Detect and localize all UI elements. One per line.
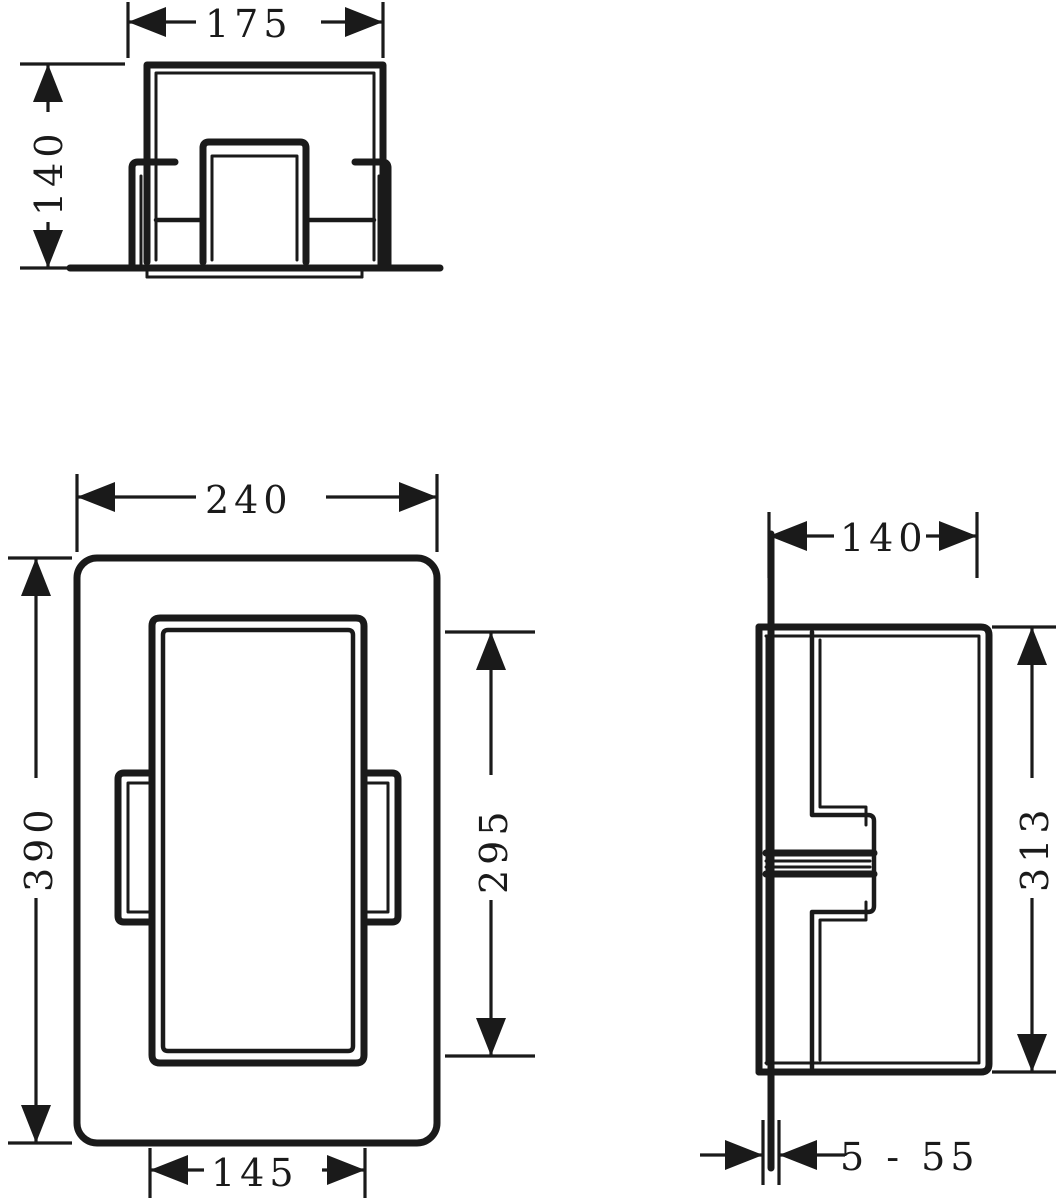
arrowhead-right	[327, 1155, 365, 1185]
front-view-geometry	[73, 554, 441, 1147]
arrowhead-right	[399, 482, 437, 512]
arrowhead-up	[21, 558, 51, 596]
side-inner-step-profile	[809, 629, 877, 1071]
side-body-outline	[755, 623, 993, 1076]
arrowhead-down	[476, 1018, 506, 1056]
dimension-label-240: 240	[205, 478, 293, 522]
arrowhead-up	[476, 632, 506, 670]
arrowhead-down	[33, 230, 63, 268]
dimension-label-390: 390	[17, 804, 61, 892]
side-view-geometry	[755, 530, 993, 1172]
dimension-label-295: 295	[472, 806, 516, 894]
dimension-side-depth: 140	[767, 512, 979, 578]
arrowhead-down	[1017, 1034, 1047, 1072]
dimension-side-height: 313	[992, 625, 1057, 1074]
front-opening-inner	[160, 627, 356, 1054]
dimension-label-140-side: 140	[840, 516, 928, 560]
dimension-top-width: 175	[126, 2, 385, 58]
dimension-label-313: 313	[1013, 804, 1057, 892]
front-outer-plate	[73, 554, 441, 1147]
arrowhead-in-left	[725, 1140, 763, 1170]
dimension-outer-width: 240	[75, 474, 439, 552]
front-opening-outer	[148, 614, 368, 1067]
arrowhead-left	[77, 482, 115, 512]
arrowhead-up	[1017, 627, 1047, 665]
top-view-geometry	[66, 61, 444, 279]
arrowhead-left	[769, 521, 807, 551]
dimension-wall-thickness-range: 5 - 55	[700, 1120, 980, 1185]
arrowhead-down	[21, 1105, 51, 1143]
dimension-label-5-55: 5 - 55	[840, 1135, 980, 1179]
arrowhead-right	[345, 7, 383, 37]
front-handle-left	[114, 769, 156, 926]
dimension-opening-height: 295	[445, 630, 535, 1058]
front-handle-right	[360, 769, 402, 926]
arrowhead-left	[150, 1155, 188, 1185]
dimension-top-depth: 140	[20, 62, 125, 270]
dimension-label-140-top: 140	[27, 128, 71, 216]
arrowhead-right	[939, 521, 977, 551]
arrowhead-in-right	[779, 1140, 817, 1170]
arrowhead-left	[128, 7, 166, 37]
dimension-label-175: 175	[205, 2, 293, 46]
dimension-label-145: 145	[211, 1151, 299, 1195]
arrowhead-up	[33, 64, 63, 102]
dimension-outer-height: 390	[8, 556, 72, 1145]
dimension-opening-width: 145	[148, 1148, 367, 1198]
